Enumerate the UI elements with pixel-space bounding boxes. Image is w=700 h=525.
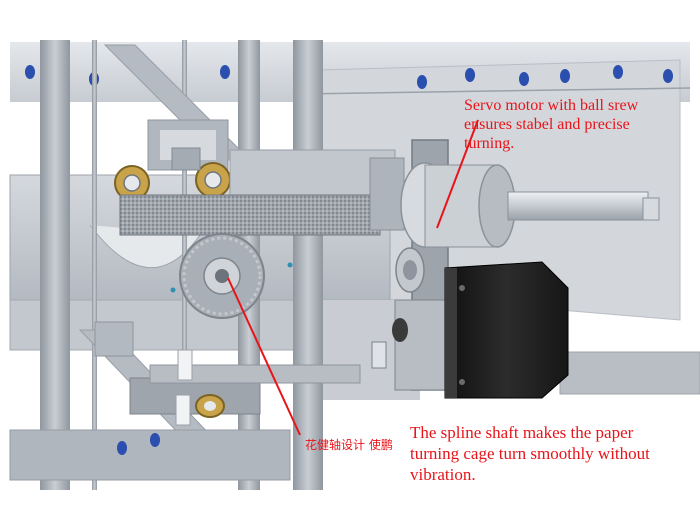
spline-callout-line-2: turning cage turn smoothly without: [410, 444, 650, 463]
spring-white-upper: [177, 349, 193, 381]
spline-callout-leader: [227, 277, 301, 436]
bearing-right: [195, 162, 231, 198]
center-bolt-small-2: [287, 262, 293, 268]
conveyor-edge-line: [299, 87, 691, 95]
center-rod-thin: [182, 40, 187, 460]
servo-motor-callout: Servo motor with ball srew ensures stabe…: [464, 96, 694, 153]
bottom-right-bar: [559, 351, 700, 395]
bottom-blue-bolt-2: [150, 433, 160, 447]
spline-callout-line-1: The spline shaft makes the paper: [410, 423, 634, 442]
shaft-end-cap: [642, 197, 660, 221]
spring-white-lower: [175, 394, 191, 426]
motor-coupling: [394, 299, 446, 391]
servo-callout-line-3: turning.: [464, 135, 515, 152]
spline-shaft-callout: The spline shaft makes the paper turning…: [410, 422, 690, 485]
bearing-lower: [195, 394, 225, 418]
slider-plate: [229, 149, 396, 196]
servo-callout-line-2: ensures stabel and precise: [464, 116, 630, 133]
motor-screw-1: [459, 285, 465, 291]
servo-callout-leader: [436, 119, 479, 229]
bottom-left-base: [9, 429, 291, 481]
left-rod-thin: [92, 40, 97, 490]
rail-end-block: [369, 157, 405, 231]
spline-gear: [179, 233, 265, 319]
upper-spring-block: [171, 147, 201, 171]
coupling-cap: [392, 318, 408, 342]
servo-output-shaft: [507, 191, 649, 221]
frame-cutout-arc: [89, 224, 201, 269]
servo-motor-body: [444, 261, 569, 399]
lower-carriage: [129, 377, 261, 415]
small-hex-bolt: [371, 341, 387, 369]
lower-carriage-top: [149, 364, 361, 384]
ball-screw-housing: [400, 162, 516, 248]
watermark-text: 花健轴设计 使鹏: [305, 438, 393, 452]
servo-callout-line-1: Servo motor with ball srew: [464, 97, 639, 114]
center-bolt-small: [170, 287, 176, 293]
pulley-stack: [395, 247, 425, 293]
center-column-b: [293, 40, 323, 490]
bottom-blue-bolt: [117, 441, 127, 455]
left-block: [94, 321, 134, 357]
motor-screw-2: [459, 379, 465, 385]
left-column: [40, 40, 70, 490]
spline-callout-line-3: vibration.: [410, 465, 476, 484]
rack-rail: [119, 194, 381, 236]
servo-motor-face: [445, 268, 457, 398]
